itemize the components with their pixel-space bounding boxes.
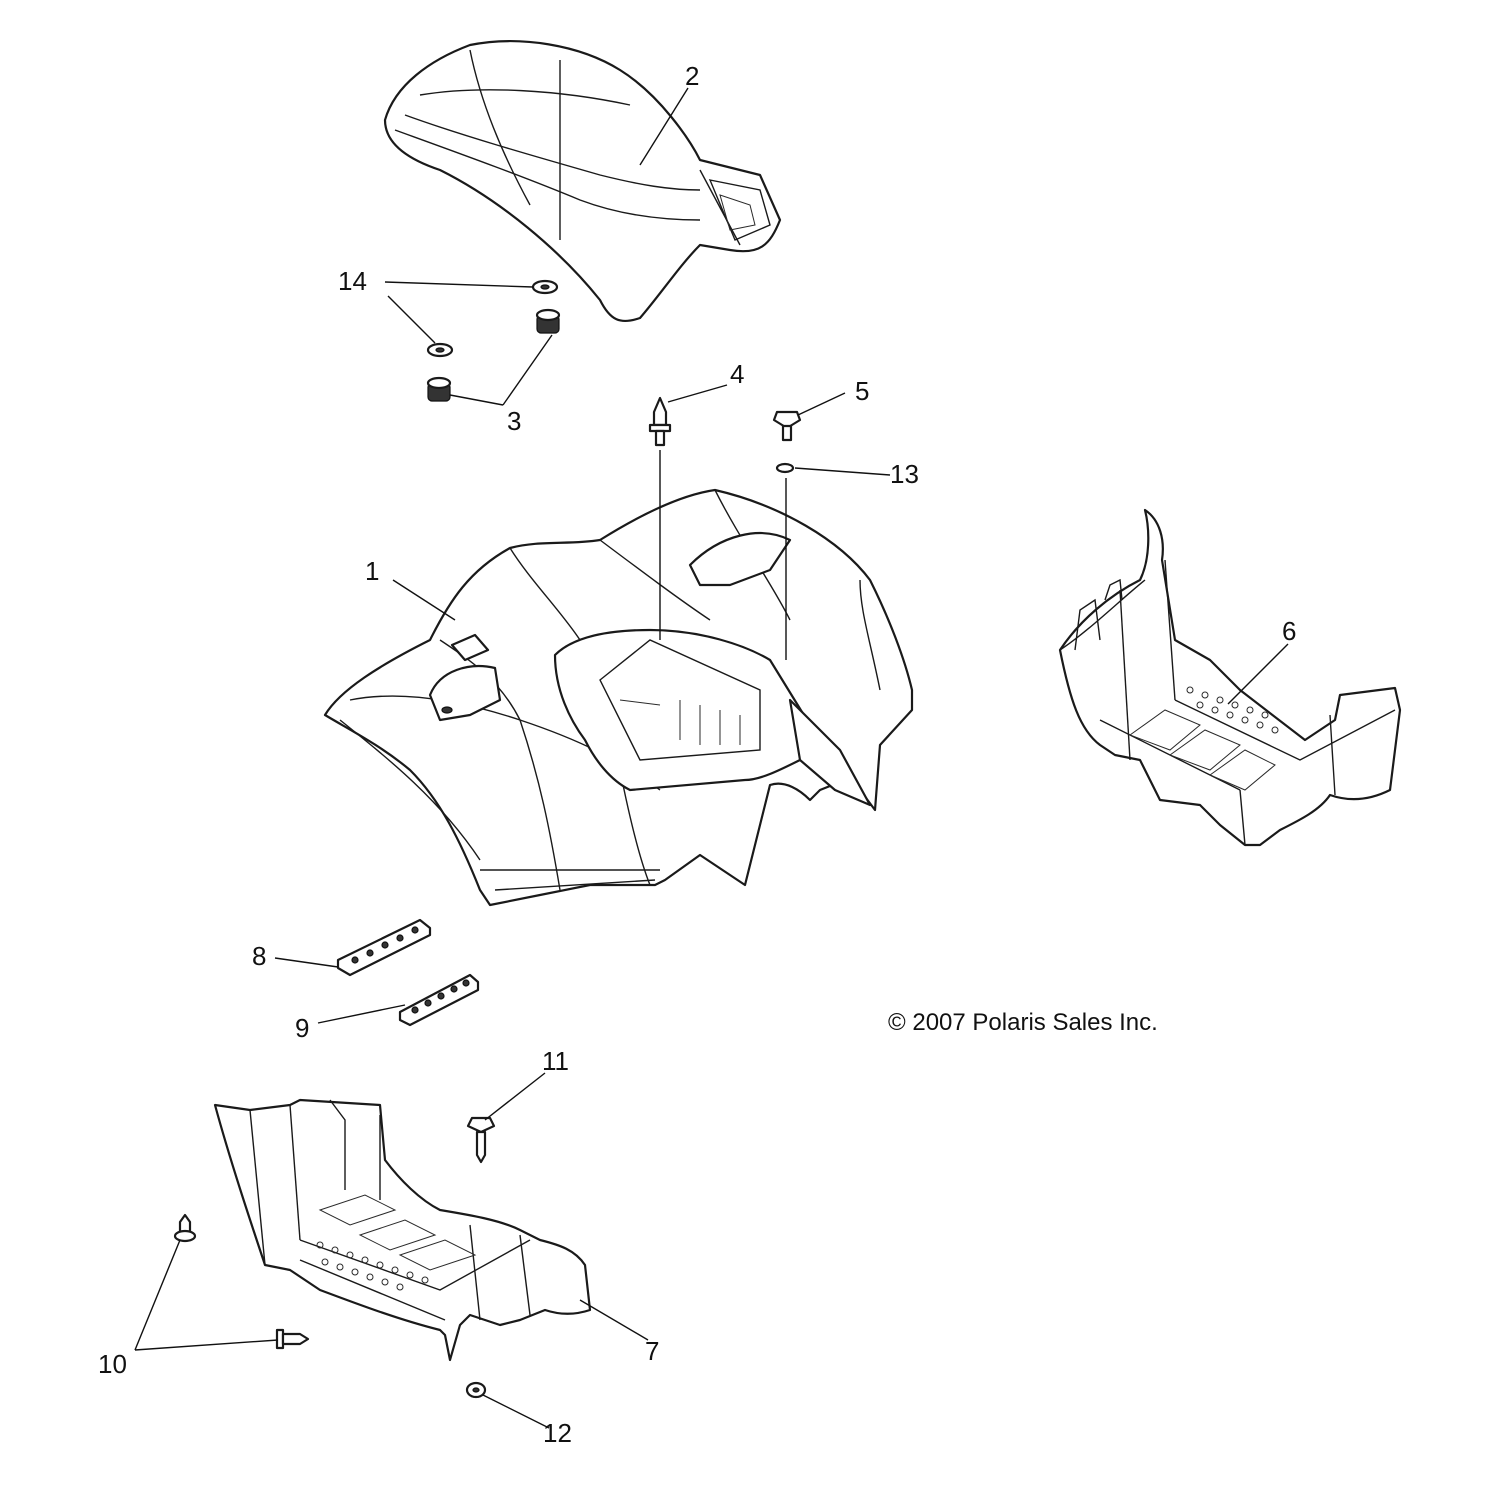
callout-14: 14 (338, 266, 367, 296)
grommet-part (426, 308, 561, 402)
washer-13-part (775, 462, 795, 474)
copyright-notice: © 2007 Polaris Sales Inc. (888, 1009, 1158, 1036)
callout-7: 7 (645, 1336, 659, 1366)
callout-4: 4 (730, 359, 744, 389)
callout-5: 5 (855, 376, 869, 406)
bolt-11-part (466, 1116, 496, 1164)
push-rivet-part (173, 1213, 310, 1350)
callout-3: 3 (507, 406, 521, 436)
leader-lines (134, 87, 1289, 1429)
callout-1: 1 (365, 556, 379, 586)
callout-8: 8 (252, 941, 266, 971)
callout-13: 13 (890, 459, 919, 489)
seat-part (383, 40, 782, 323)
push-pin-part (648, 396, 672, 447)
left-footwell-part (213, 1098, 592, 1362)
callout-10: 10 (98, 1349, 127, 1379)
callout-11: 11 (542, 1046, 569, 1076)
washer-part (426, 279, 559, 358)
callout-labels: 1 2 3 4 5 6 7 8 9 10 11 12 13 14 (98, 61, 1296, 1448)
bolt-part (772, 410, 802, 442)
callout-6: 6 (1282, 616, 1296, 646)
footrest-pad-8-part (336, 918, 432, 977)
callout-9: 9 (295, 1013, 309, 1043)
rear-fender-part (323, 488, 914, 907)
right-footwell-part (1058, 508, 1402, 847)
callout-2: 2 (685, 61, 699, 91)
callout-12: 12 (543, 1418, 572, 1448)
footrest-pad-9-part (398, 973, 480, 1027)
clip-part (465, 1381, 487, 1399)
